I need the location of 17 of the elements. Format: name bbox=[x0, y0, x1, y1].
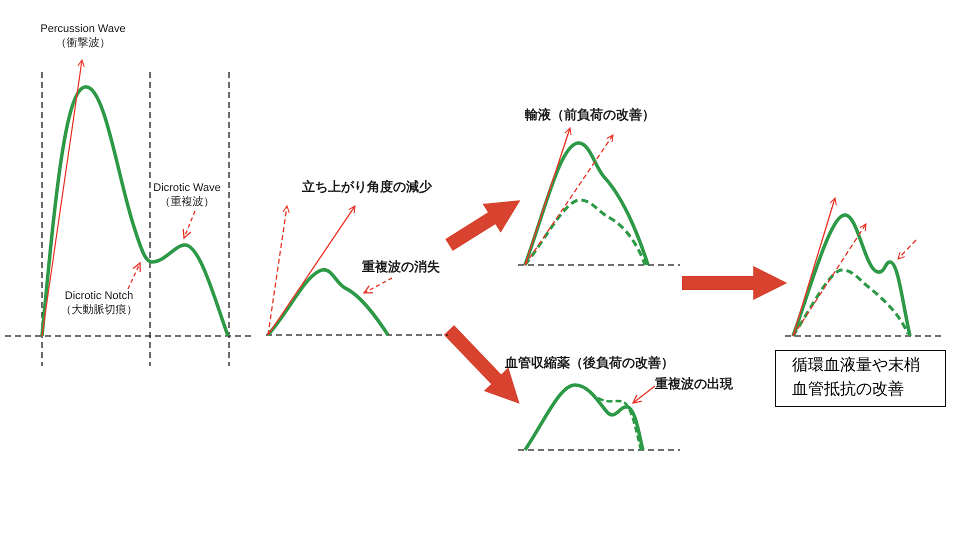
leader-line bbox=[632, 385, 656, 404]
waveform-drawing bbox=[782, 196, 944, 338]
panel-heading: 血管収縮薬（後負荷の改善） bbox=[505, 354, 695, 374]
block-arrow bbox=[444, 325, 520, 404]
wave-label: Percussion Wave （衝撃波） bbox=[33, 22, 133, 52]
wave-label: Dicrotic Wave （重複波） bbox=[148, 181, 226, 211]
leader-line bbox=[127, 262, 141, 290]
annotation-text: 重複波の出現 bbox=[655, 376, 760, 394]
panel-heading: 輸液（前負荷の改善） bbox=[525, 106, 675, 126]
leader-line bbox=[182, 210, 196, 239]
block-arrow bbox=[445, 200, 520, 251]
leader-line bbox=[363, 277, 392, 294]
wave-label: Dicrotic Notch （大動脈切痕） bbox=[58, 289, 140, 319]
annotation-text: 重複波の消失 bbox=[362, 258, 446, 278]
annotation-text: 立ち上がり角度の減少 bbox=[302, 178, 448, 198]
note-box: 循環血液量や末梢血管抵抗の改善 bbox=[775, 350, 946, 407]
block-arrow bbox=[682, 266, 788, 300]
